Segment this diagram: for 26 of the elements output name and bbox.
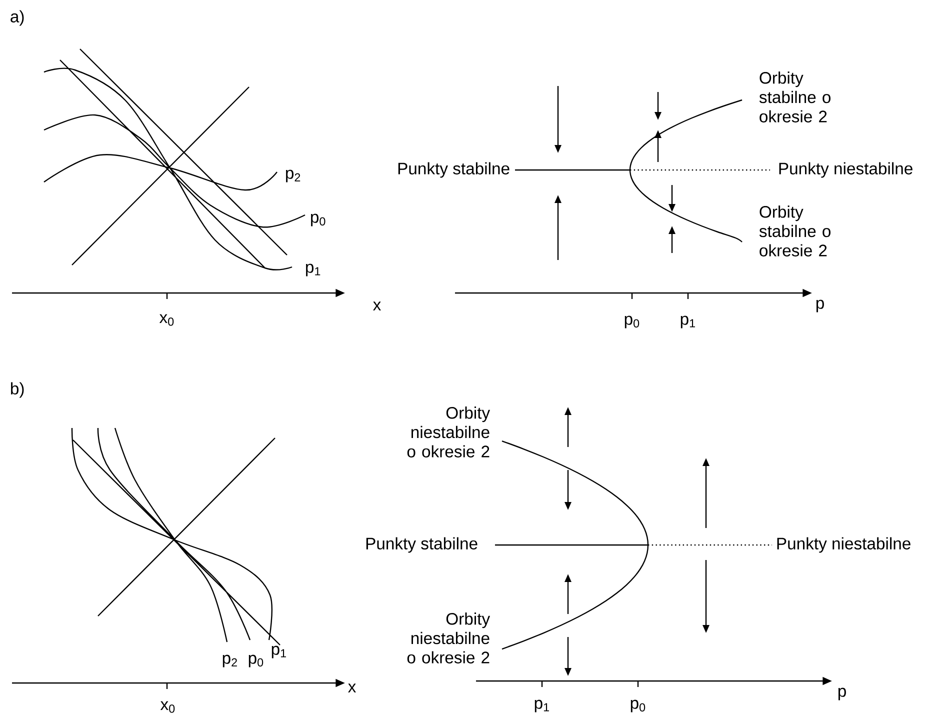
panel-label: a) — [10, 10, 24, 26]
tick-label: p$_{1}$ — [680, 316, 695, 328]
axis-label: x — [373, 302, 381, 310]
axis-label: x — [348, 684, 356, 692]
branch-label: Orbity niestabilne o okresie 2 — [407, 612, 490, 664]
tick-label: p$_{0}$ — [624, 316, 640, 328]
curve-label: p$_{0}$ — [311, 214, 326, 226]
curve-label: p$_{1}$ — [272, 646, 286, 658]
tick-label: x$_{0}$ — [159, 314, 174, 326]
axis-label: p — [838, 688, 846, 700]
branch-label: Orbity niestabilne o okresie 2 — [407, 406, 490, 458]
curve-label: p$_{1}$ — [306, 264, 320, 276]
tick-label: p$_{1}$ — [534, 700, 549, 712]
curve-label: p$_{0}$ — [248, 654, 264, 668]
branch-label: Punkty niestabilne — [779, 162, 912, 178]
branch-label: Punkty stabilne — [398, 162, 510, 178]
tick-label: p$_{0}$ — [630, 700, 646, 712]
curve-label: p$_{2}$ — [222, 654, 237, 668]
branch-label: Orbity stabilne o okresie 2 — [759, 72, 830, 122]
curve-label: p$_{2}$ — [286, 170, 300, 182]
axis-label: p — [816, 300, 824, 312]
branch-label: Punkty niestabilne — [777, 537, 910, 553]
branch-label: Orbity stabilne o okresie 2 — [759, 206, 830, 256]
branch-label: Punkty stabilne — [366, 537, 478, 553]
tick-label: x$_{0}$ — [160, 701, 175, 713]
panel-label: b) — [11, 382, 24, 398]
